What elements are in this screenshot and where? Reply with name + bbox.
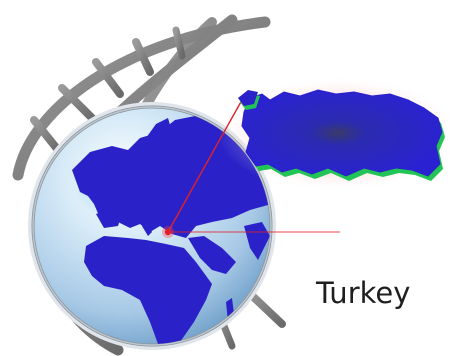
turkey-map-icon: [238, 89, 445, 181]
globe-icon: [28, 102, 276, 350]
location-marker-icon: [162, 226, 174, 238]
pointer-lines: [167, 99, 340, 233]
country-label: Turkey: [315, 276, 410, 310]
